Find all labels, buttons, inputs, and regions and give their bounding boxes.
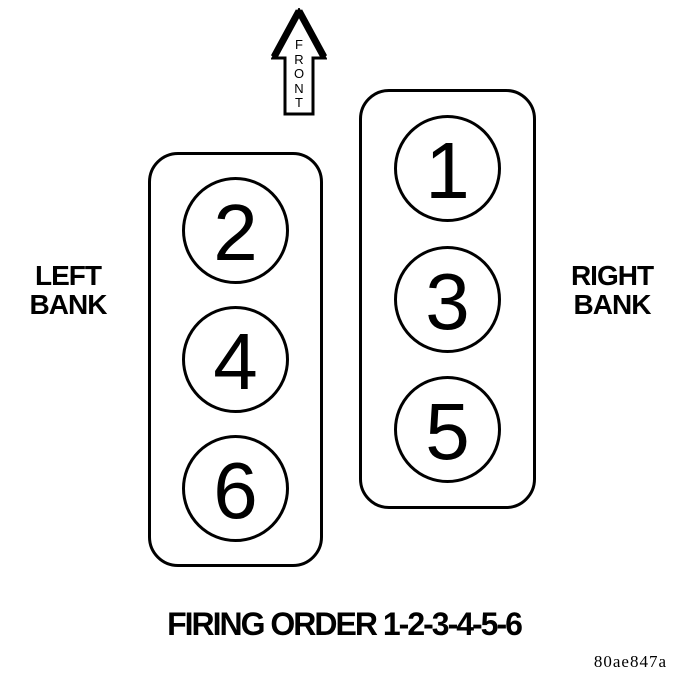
- cylinder-1-number: 1: [425, 126, 470, 216]
- left-bank-label-line-2: BANK: [29, 289, 108, 320]
- right-bank-label-line-1: RIGHT: [570, 260, 654, 291]
- cylinder-3: 3: [394, 245, 501, 353]
- right-bank-outline: 1 3 5: [359, 89, 536, 509]
- cylinder-5-number: 5: [425, 386, 470, 476]
- cylinder-3-number: 3: [425, 256, 470, 346]
- cylinder-4: 4: [182, 306, 289, 413]
- cylinder-6-number: 6: [213, 446, 258, 535]
- right-bank-label: RIGHT BANK: [557, 261, 667, 319]
- left-bank-label: LEFT BANK: [13, 261, 123, 319]
- cylinder-5: 5: [394, 375, 501, 483]
- front-arrow-label: FRONT: [293, 37, 305, 110]
- front-arrow: FRONT: [271, 8, 327, 116]
- up-arrow-icon: [271, 8, 327, 116]
- cylinder-4-number: 4: [213, 317, 258, 406]
- cylinder-2-number: 2: [213, 188, 258, 277]
- right-bank-label-line-2: BANK: [573, 289, 652, 320]
- left-bank-outline: 2 4 6: [148, 152, 323, 567]
- cylinder-1: 1: [394, 115, 501, 223]
- cylinder-6: 6: [182, 435, 289, 542]
- reference-code: 80ae847a: [593, 652, 667, 671]
- firing-order-caption: FIRING ORDER 1-2-3-4-5-6: [167, 606, 523, 642]
- cylinder-2: 2: [182, 177, 289, 284]
- left-bank-label-line-1: LEFT: [35, 260, 102, 291]
